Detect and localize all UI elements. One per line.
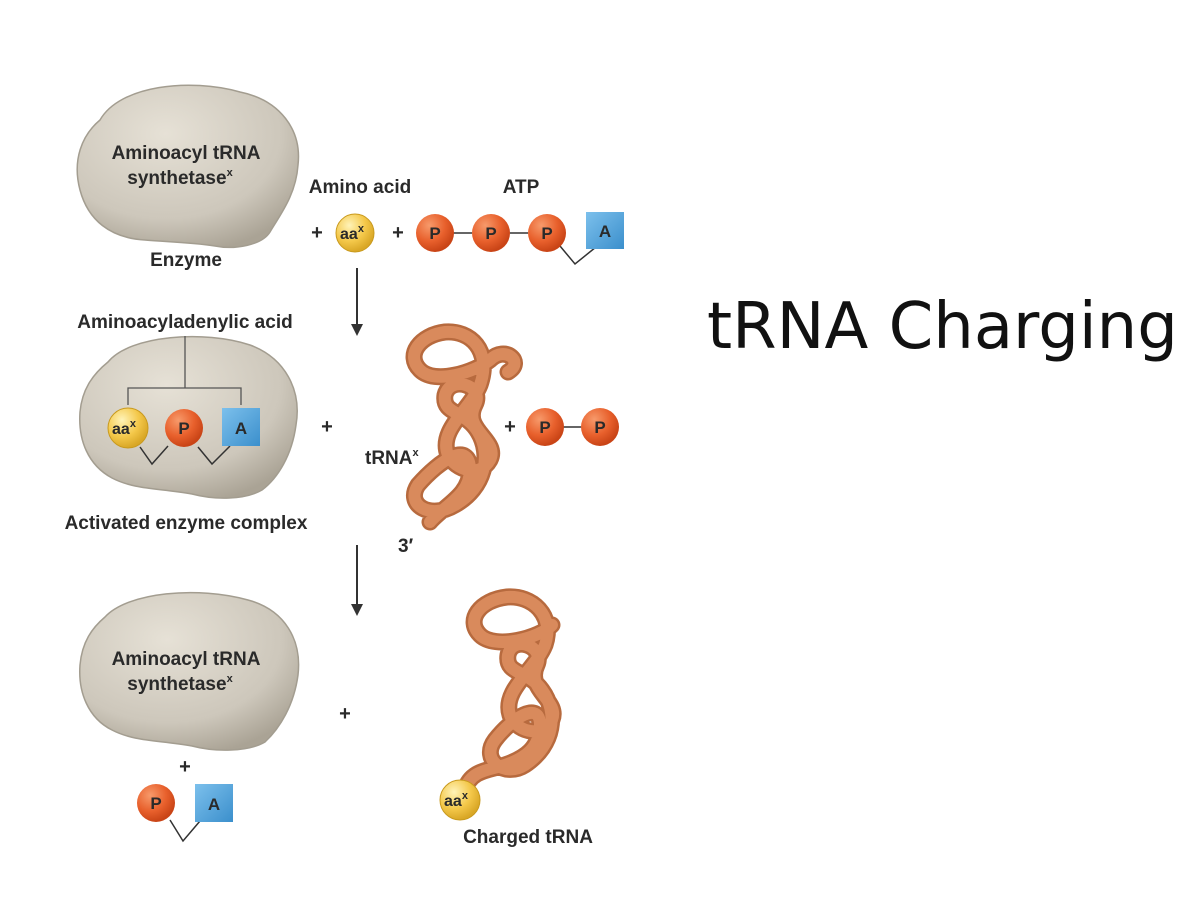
aminoacyl-adenylate: aax P A — [107, 407, 260, 466]
activated-complex-label: Activated enzyme complex — [65, 513, 308, 534]
trna-uncharged — [405, 323, 523, 531]
charged-trna-label: Charged tRNA — [463, 827, 593, 848]
svg-text:aax: aax — [112, 418, 137, 438]
phosphate-group — [581, 408, 619, 446]
phosphate-group — [137, 784, 175, 822]
phosphate-group — [165, 409, 203, 447]
plus-sign: + — [311, 222, 323, 244]
three-prime-label: 3′ — [398, 536, 414, 557]
slide-title: tRNA Charging — [707, 290, 1178, 364]
amino-acid-label: Amino acid — [309, 177, 411, 198]
enzyme-name-line1: Aminoacyl tRNA — [112, 143, 261, 164]
trna-charged: aax — [439, 588, 562, 821]
enzyme-blob-bottom — [79, 591, 300, 751]
svg-text:aax: aax — [340, 223, 365, 243]
enzyme-name-line2: synthetasex — [127, 167, 233, 189]
aminoacyladenylic-acid-label: Aminoacyladenylic acid — [77, 312, 292, 333]
adenosine-group — [222, 408, 260, 446]
enzyme-caption: Enzyme — [150, 250, 222, 271]
svg-text:P: P — [539, 418, 550, 437]
phosphate-group — [472, 214, 510, 252]
amino-acid-molecule: aax — [335, 213, 375, 253]
svg-text:P: P — [594, 418, 605, 437]
step-2: Aminoacyladenylic acid aax P A Activated… — [65, 312, 619, 557]
svg-text:A: A — [235, 419, 247, 438]
phosphate-group — [416, 214, 454, 252]
plus-sign: + — [321, 416, 333, 438]
svg-text:P: P — [150, 794, 161, 813]
atp-label: ATP — [503, 177, 540, 198]
svg-text:P: P — [178, 419, 189, 438]
enzyme-name-line2: synthetasex — [127, 673, 233, 695]
plus-sign: + — [179, 756, 191, 778]
enzyme-name-line1: Aminoacyl tRNA — [112, 649, 261, 670]
step-3: Aminoacyl tRNA synthetasex + P A + aax C… — [79, 588, 593, 848]
svg-text:A: A — [599, 222, 611, 241]
svg-text:P: P — [429, 224, 440, 243]
pyrophosphate: P P — [526, 408, 619, 446]
enzyme-blob-top — [76, 84, 300, 249]
plus-sign: + — [504, 416, 516, 438]
attached-amino-acid — [439, 779, 481, 821]
svg-text:P: P — [485, 224, 496, 243]
atp-molecule: P P P A — [416, 212, 624, 266]
svg-text:aax: aax — [444, 790, 469, 810]
adenosine-group — [586, 212, 624, 249]
step-1: Aminoacyl tRNA synthetasex Enzyme Amino … — [76, 84, 624, 271]
amp-molecule: P A — [137, 784, 233, 843]
svg-text:A: A — [208, 795, 220, 814]
svg-text:P: P — [541, 224, 552, 243]
phosphate-group — [526, 408, 564, 446]
plus-sign: + — [392, 222, 404, 244]
adenosine-group — [195, 784, 233, 822]
trna-label: tRNAx — [365, 447, 420, 469]
bracket — [127, 336, 242, 405]
phosphate-group — [528, 214, 566, 252]
plus-sign: + — [339, 703, 351, 725]
